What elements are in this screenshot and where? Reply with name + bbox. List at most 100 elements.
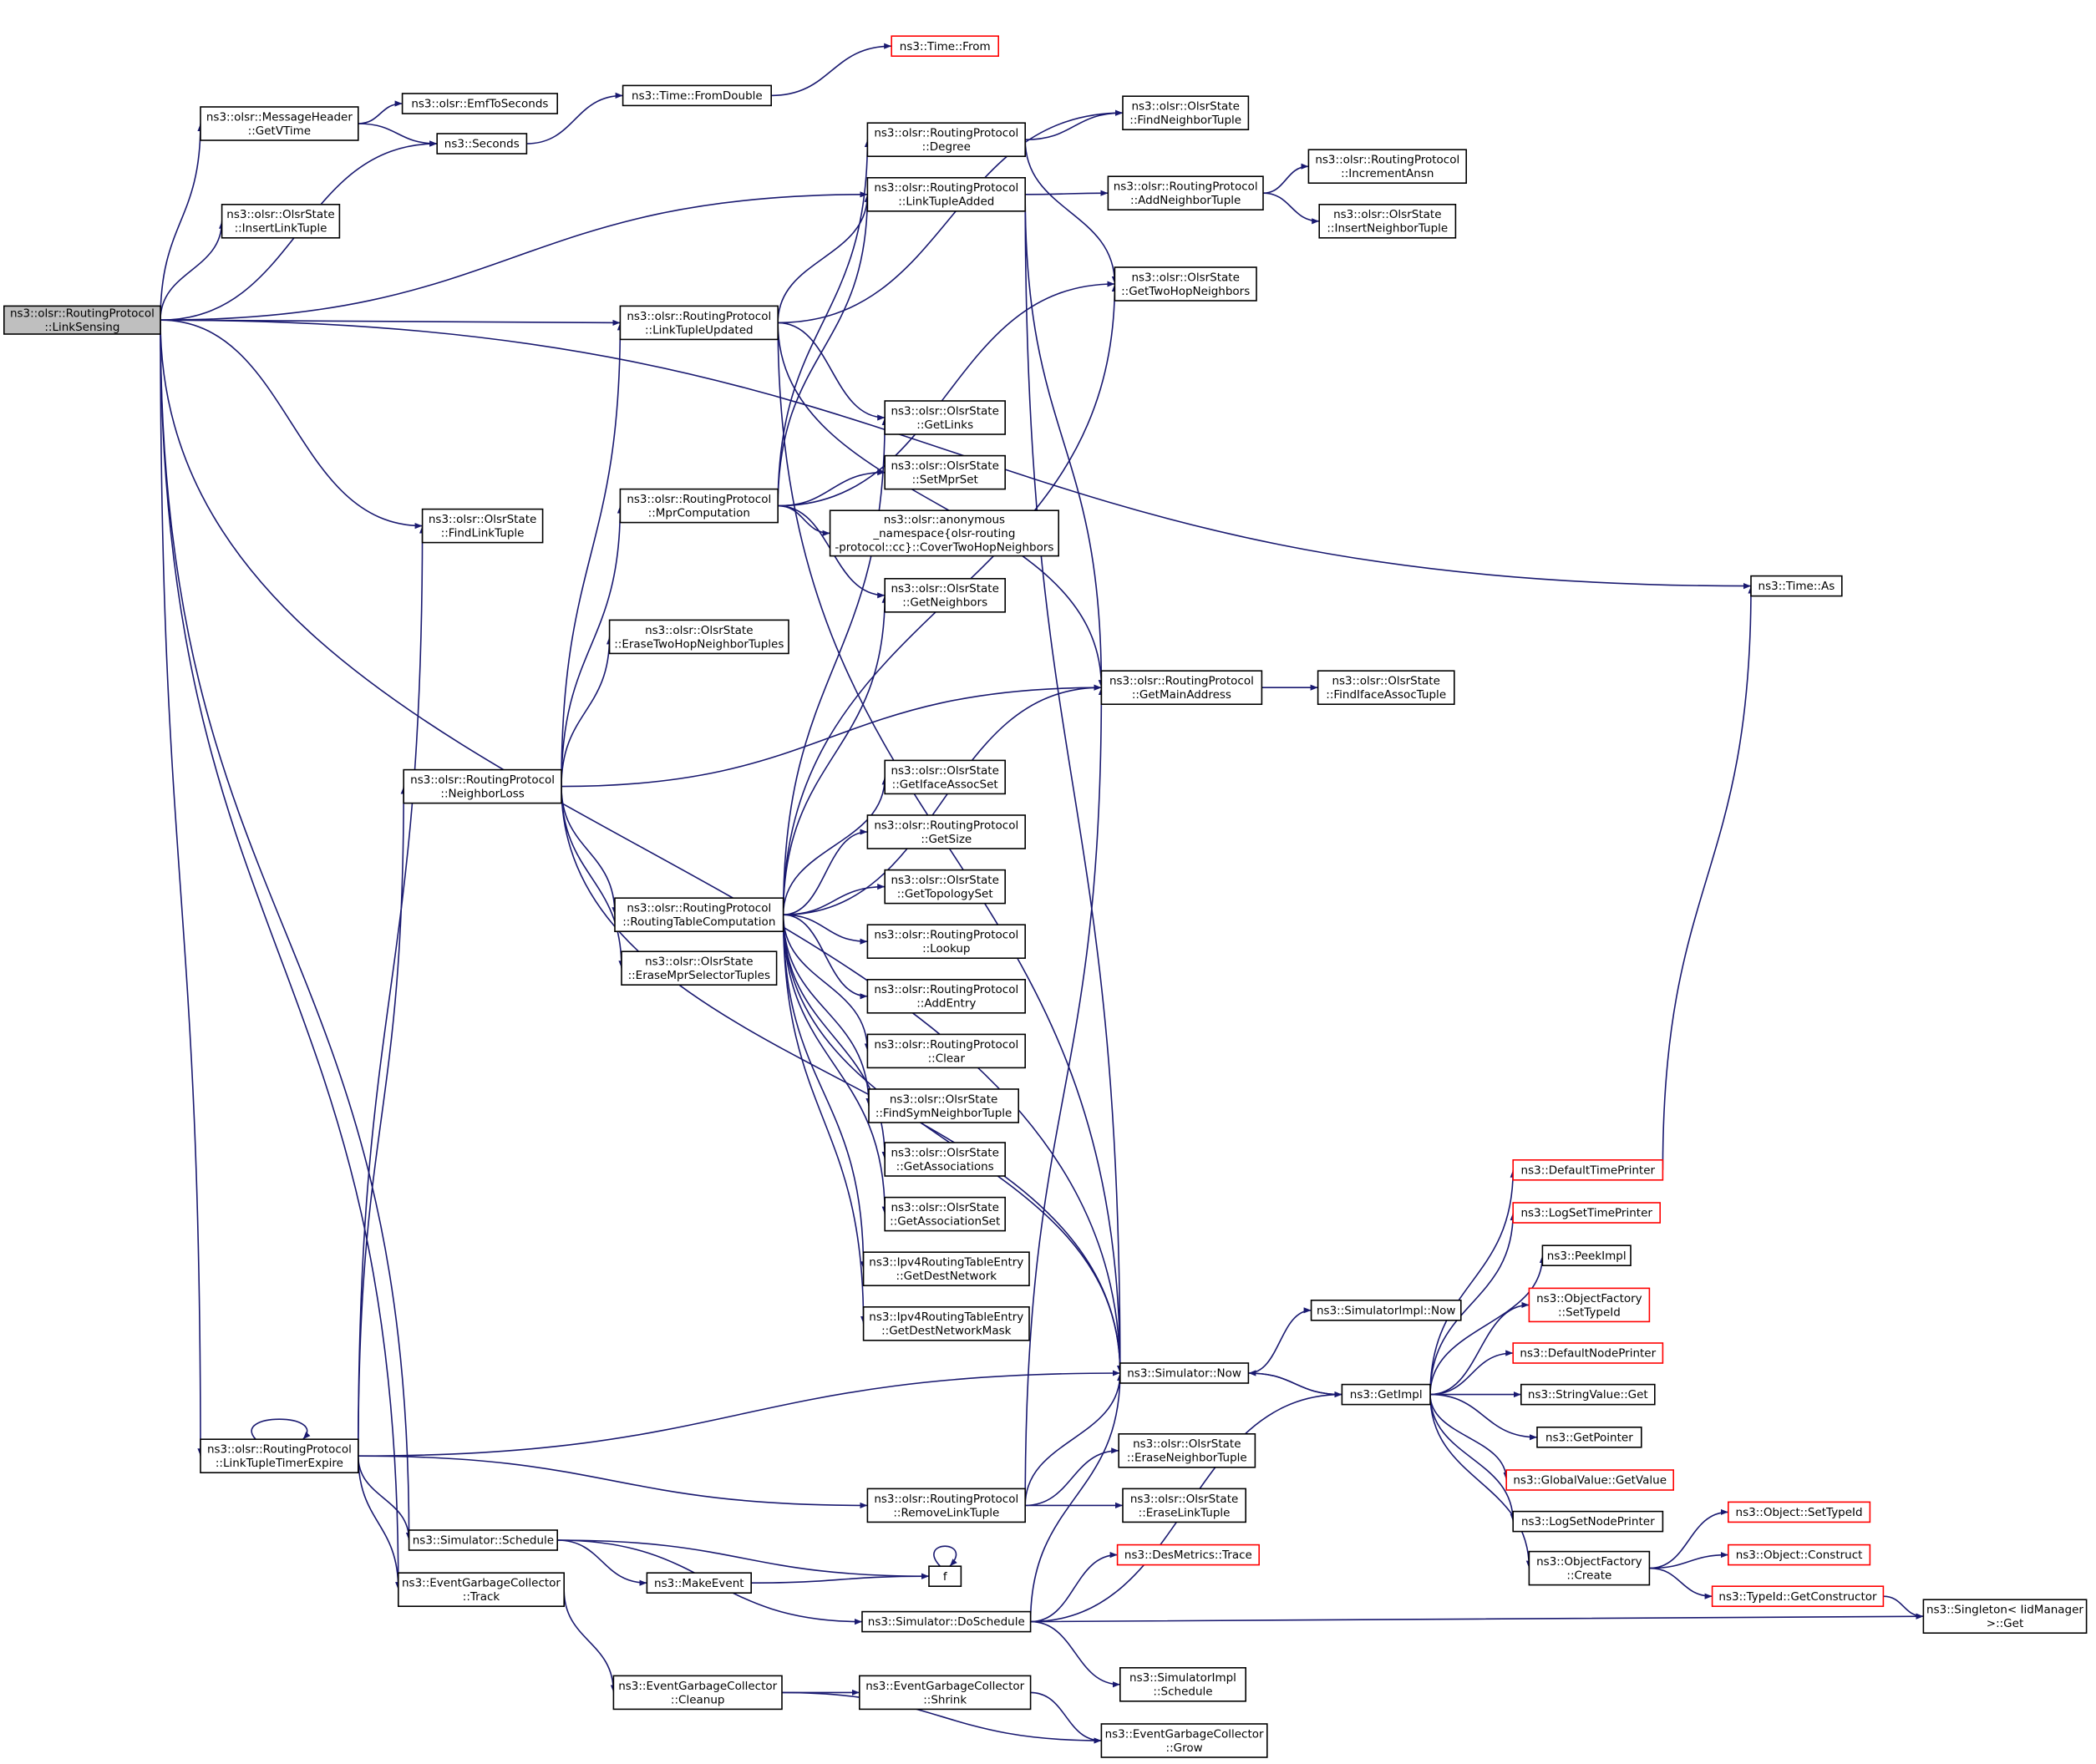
node-simnow[interactable]: ns3::Simulator::Now [1119,1362,1250,1384]
edge-fromdouble-to-timefrom [771,43,892,97]
node-mprcomputation[interactable]: ns3::olsr::RoutingProtocol::MprComputati… [619,488,779,524]
node-label: ns3::olsr::OlsrState [1332,675,1439,688]
node-emftoseconds[interactable]: ns3::olsr::EmfToSeconds [401,93,559,114]
node-getsize[interactable]: ns3::olsr::RoutingProtocol::GetSize [866,814,1027,849]
node-label: ns3::Object::SetTypeId [1736,1506,1863,1519]
node-getassociations[interactable]: ns3::olsr::OlsrState::GetAssociations [884,1142,1006,1177]
node-findsymneighbor[interactable]: ns3::olsr::OlsrState::FindSymNeighborTup… [868,1088,1019,1123]
node-getpointer[interactable]: ns3::GetPointer [1536,1427,1642,1448]
node-label: ::FindSymNeighborTuple [875,1107,1012,1120]
node-findlinktuple[interactable]: ns3::olsr::OlsrState::FindLinkTuple [421,508,544,544]
node-objfactsettypeid[interactable]: ns3::ObjectFactory::SetTypeId [1528,1287,1651,1323]
node-egctrack[interactable]: ns3::EventGarbageCollector::Track [397,1572,565,1607]
node-simimplnow[interactable]: ns3::SimulatorImpl::Now [1310,1300,1462,1321]
node-box [862,1251,1030,1286]
node-setmprset[interactable]: ns3::olsr::OlsrState::SetMprSet [884,454,1006,490]
node-egcshrink[interactable]: ns3::EventGarbageCollector::Shrink [859,1675,1032,1711]
node-label: ns3::olsr::RoutingProtocol [1114,180,1258,194]
node-eraselinktuple[interactable]: ns3::olsr::OlsrState::EraseLinkTuple [1122,1488,1246,1523]
node-label: -protocol::cc}::CoverTwoHopNeighbors [835,541,1053,555]
node-getimpl[interactable]: ns3::GetImpl [1341,1383,1431,1406]
edge-linktupleupdated-to-linktupleadded [777,194,870,323]
node-getassociationset[interactable]: ns3::olsr::OlsrState::GetAssociationSet [884,1196,1006,1232]
node-box [619,488,779,524]
edge-addneighbortuple-to-insertneighbortuple [1262,192,1320,225]
edge-mprcomputation-to-linktupleadded [777,194,870,506]
node-linktupletimerexpire[interactable]: ns3::olsr::RoutingProtocol::LinkTupleTim… [200,1438,359,1473]
node-makeevent[interactable]: ns3::MakeEvent [646,1572,753,1594]
node-label: ns3::EventGarbageCollector [618,1680,777,1693]
node-insertlinktuple[interactable]: ns3::olsr::OlsrState::InsertLinkTuple [221,204,341,239]
node-globalvaluegetvalue[interactable]: ns3::GlobalValue::GetValue [1505,1469,1674,1491]
node-desmetricstrace[interactable]: ns3::DesMetrics::Trace [1116,1544,1260,1566]
node-box [866,1033,1027,1069]
node-addneighbortuple[interactable]: ns3::olsr::RoutingProtocol::AddNeighborT… [1107,175,1264,210]
node-erasetwohop[interactable]: ns3::olsr::OlsrState::EraseTwoHopNeighbo… [608,619,789,655]
node-defaultnodeprinter[interactable]: ns3::DefaultNodePrinter [1512,1342,1664,1364]
node-logsetnodeprinter[interactable]: ns3::LogSetNodePrinter [1512,1510,1664,1533]
node-seconds[interactable]: ns3::Seconds [436,133,528,155]
node-linksensing[interactable]: ns3::olsr::RoutingProtocol::LinkSensing [3,305,161,335]
node-label: ns3::Ipv4RoutingTableEntry [869,1310,1023,1324]
node-neighborloss[interactable]: ns3::olsr::RoutingProtocol::NeighborLoss [403,768,562,804]
node-getvtime[interactable]: ns3::olsr::MessageHeader::GetVTime [200,106,359,141]
node-degree[interactable]: ns3::olsr::RoutingProtocol::Degree [866,122,1027,157]
node-singletonget[interactable]: ns3::Singleton< IidManager >::Get [1922,1599,2088,1634]
node-objconstruct[interactable]: ns3::Object::Construct [1728,1544,1871,1566]
node-timeas[interactable]: ns3::Time::As [1750,575,1843,597]
node-routingtablecomp[interactable]: ns3::olsr::RoutingProtocol::RoutingTable… [614,897,784,932]
edge-defaulttimeprinter-to-timeas [1662,585,1754,1170]
node-findneighbortuple[interactable]: ns3::olsr::OlsrState::FindNeighborTuple [1122,95,1250,130]
node-getmainaddress[interactable]: ns3::olsr::RoutingProtocol::GetMainAddre… [1100,670,1263,706]
node-lookup[interactable]: ns3::olsr::RoutingProtocol::Lookup [866,924,1027,959]
node-gettwohopneighbors[interactable]: ns3::olsr::OlsrState::GetTwoHopNeighbors [1114,266,1257,302]
node-typeidgetconstructor[interactable]: ns3::TypeId::GetConstructor [1711,1585,1885,1607]
edge-getimpl-to-getpointer [1429,1393,1538,1441]
node-label: ::AddEntry [916,997,976,1011]
node-removelinktuple[interactable]: ns3::olsr::RoutingProtocol::RemoveLinkTu… [866,1488,1027,1523]
node-egccleanup[interactable]: ns3::EventGarbageCollector::Cleanup [612,1675,783,1711]
node-getlinks[interactable]: ns3::olsr::OlsrState::GetLinks [884,400,1006,435]
edge-egcshrink-to-egcgrow [1030,1691,1102,1744]
node-label: ::FindLinkTuple [441,526,525,540]
node-linktupleadded[interactable]: ns3::olsr::RoutingProtocol::LinkTupleAdd… [866,177,1027,212]
node-defaulttimeprinter[interactable]: ns3::DefaultTimePrinter [1512,1159,1664,1181]
node-stringvalueget[interactable]: ns3::StringValue::Get [1520,1383,1656,1406]
node-peekimpl[interactable]: ns3::PeekImpl [1541,1244,1632,1266]
node-label: ns3::EventGarbageCollector [865,1680,1024,1693]
node-erasemprselector[interactable]: ns3::olsr::OlsrState::EraseMprSelectorTu… [621,950,778,986]
node-addentry[interactable]: ns3::olsr::RoutingProtocol::AddEntry [866,979,1027,1014]
edge-linktupleadded-to-getmainaddress [1024,194,1104,688]
node-box [866,122,1027,157]
node-label: ns3::LogSetNodePrinter [1521,1515,1655,1528]
node-gettopologyset[interactable]: ns3::olsr::OlsrState::GetTopologySet [884,869,1006,905]
edge-getimpl-to-defaulttimeprinter [1429,1169,1516,1395]
node-box [1122,1488,1246,1523]
node-simschedule[interactable]: ns3::Simulator::Schedule [408,1529,559,1551]
node-timefrom[interactable]: ns3::Time::From [891,35,999,58]
node-insertneighbortuple[interactable]: ns3::olsr::OlsrState::InsertNeighborTupl… [1318,204,1457,239]
node-incrementansn[interactable]: ns3::olsr::RoutingProtocol::IncrementAns… [1307,149,1468,184]
node-simdoschedule[interactable]: ns3::Simulator::DoSchedule [861,1610,1032,1633]
node-getneighbors[interactable]: ns3::olsr::OlsrState::GetNeighbors [884,577,1006,613]
edge-linksensing-to-simschedule [160,320,413,1541]
node-linktupleupdated[interactable]: ns3::olsr::RoutingProtocol::LinkTupleUpd… [619,305,779,341]
node-clear[interactable]: ns3::olsr::RoutingProtocol::Clear [866,1033,1027,1069]
node-f[interactable]: f [928,1565,962,1587]
node-logsettimeprinter[interactable]: ns3::LogSetTimePrinter [1512,1202,1661,1224]
node-getdestnetwork[interactable]: ns3::Ipv4RoutingTableEntry::GetDestNetwo… [862,1251,1030,1286]
node-box [884,577,1006,613]
node-objfactcreate[interactable]: ns3::ObjectFactory::Create [1528,1550,1651,1586]
node-egcgrow[interactable]: ns3::EventGarbageCollector::Grow [1100,1723,1268,1758]
node-fromdouble[interactable]: ns3::Time::FromDouble [622,84,772,107]
node-getifaceassocset[interactable]: ns3::olsr::OlsrState::GetIfaceAssocSet [884,759,1006,795]
node-findifaceassoc[interactable]: ns3::olsr::OlsrState::FindIfaceAssocTupl… [1317,670,1455,706]
edge-routingtablecomp-to-getsize [783,829,868,915]
edge-linksensing-to-findlinktuple [160,319,423,530]
node-simimplschedule[interactable]: ns3::SimulatorImpl::Schedule [1119,1667,1247,1702]
node-getdestnetworkmask[interactable]: ns3::Ipv4RoutingTableEntry::GetDestNetwo… [862,1306,1030,1341]
node-objsettypeid[interactable]: ns3::Object::SetTypeId [1728,1501,1871,1523]
node-covertwohop[interactable]: ns3::olsr::anonymous_namespace{olsr-rout… [829,509,1059,557]
node-eraseneighbortuple[interactable]: ns3::olsr::OlsrState::EraseNeighborTuple [1118,1433,1256,1468]
